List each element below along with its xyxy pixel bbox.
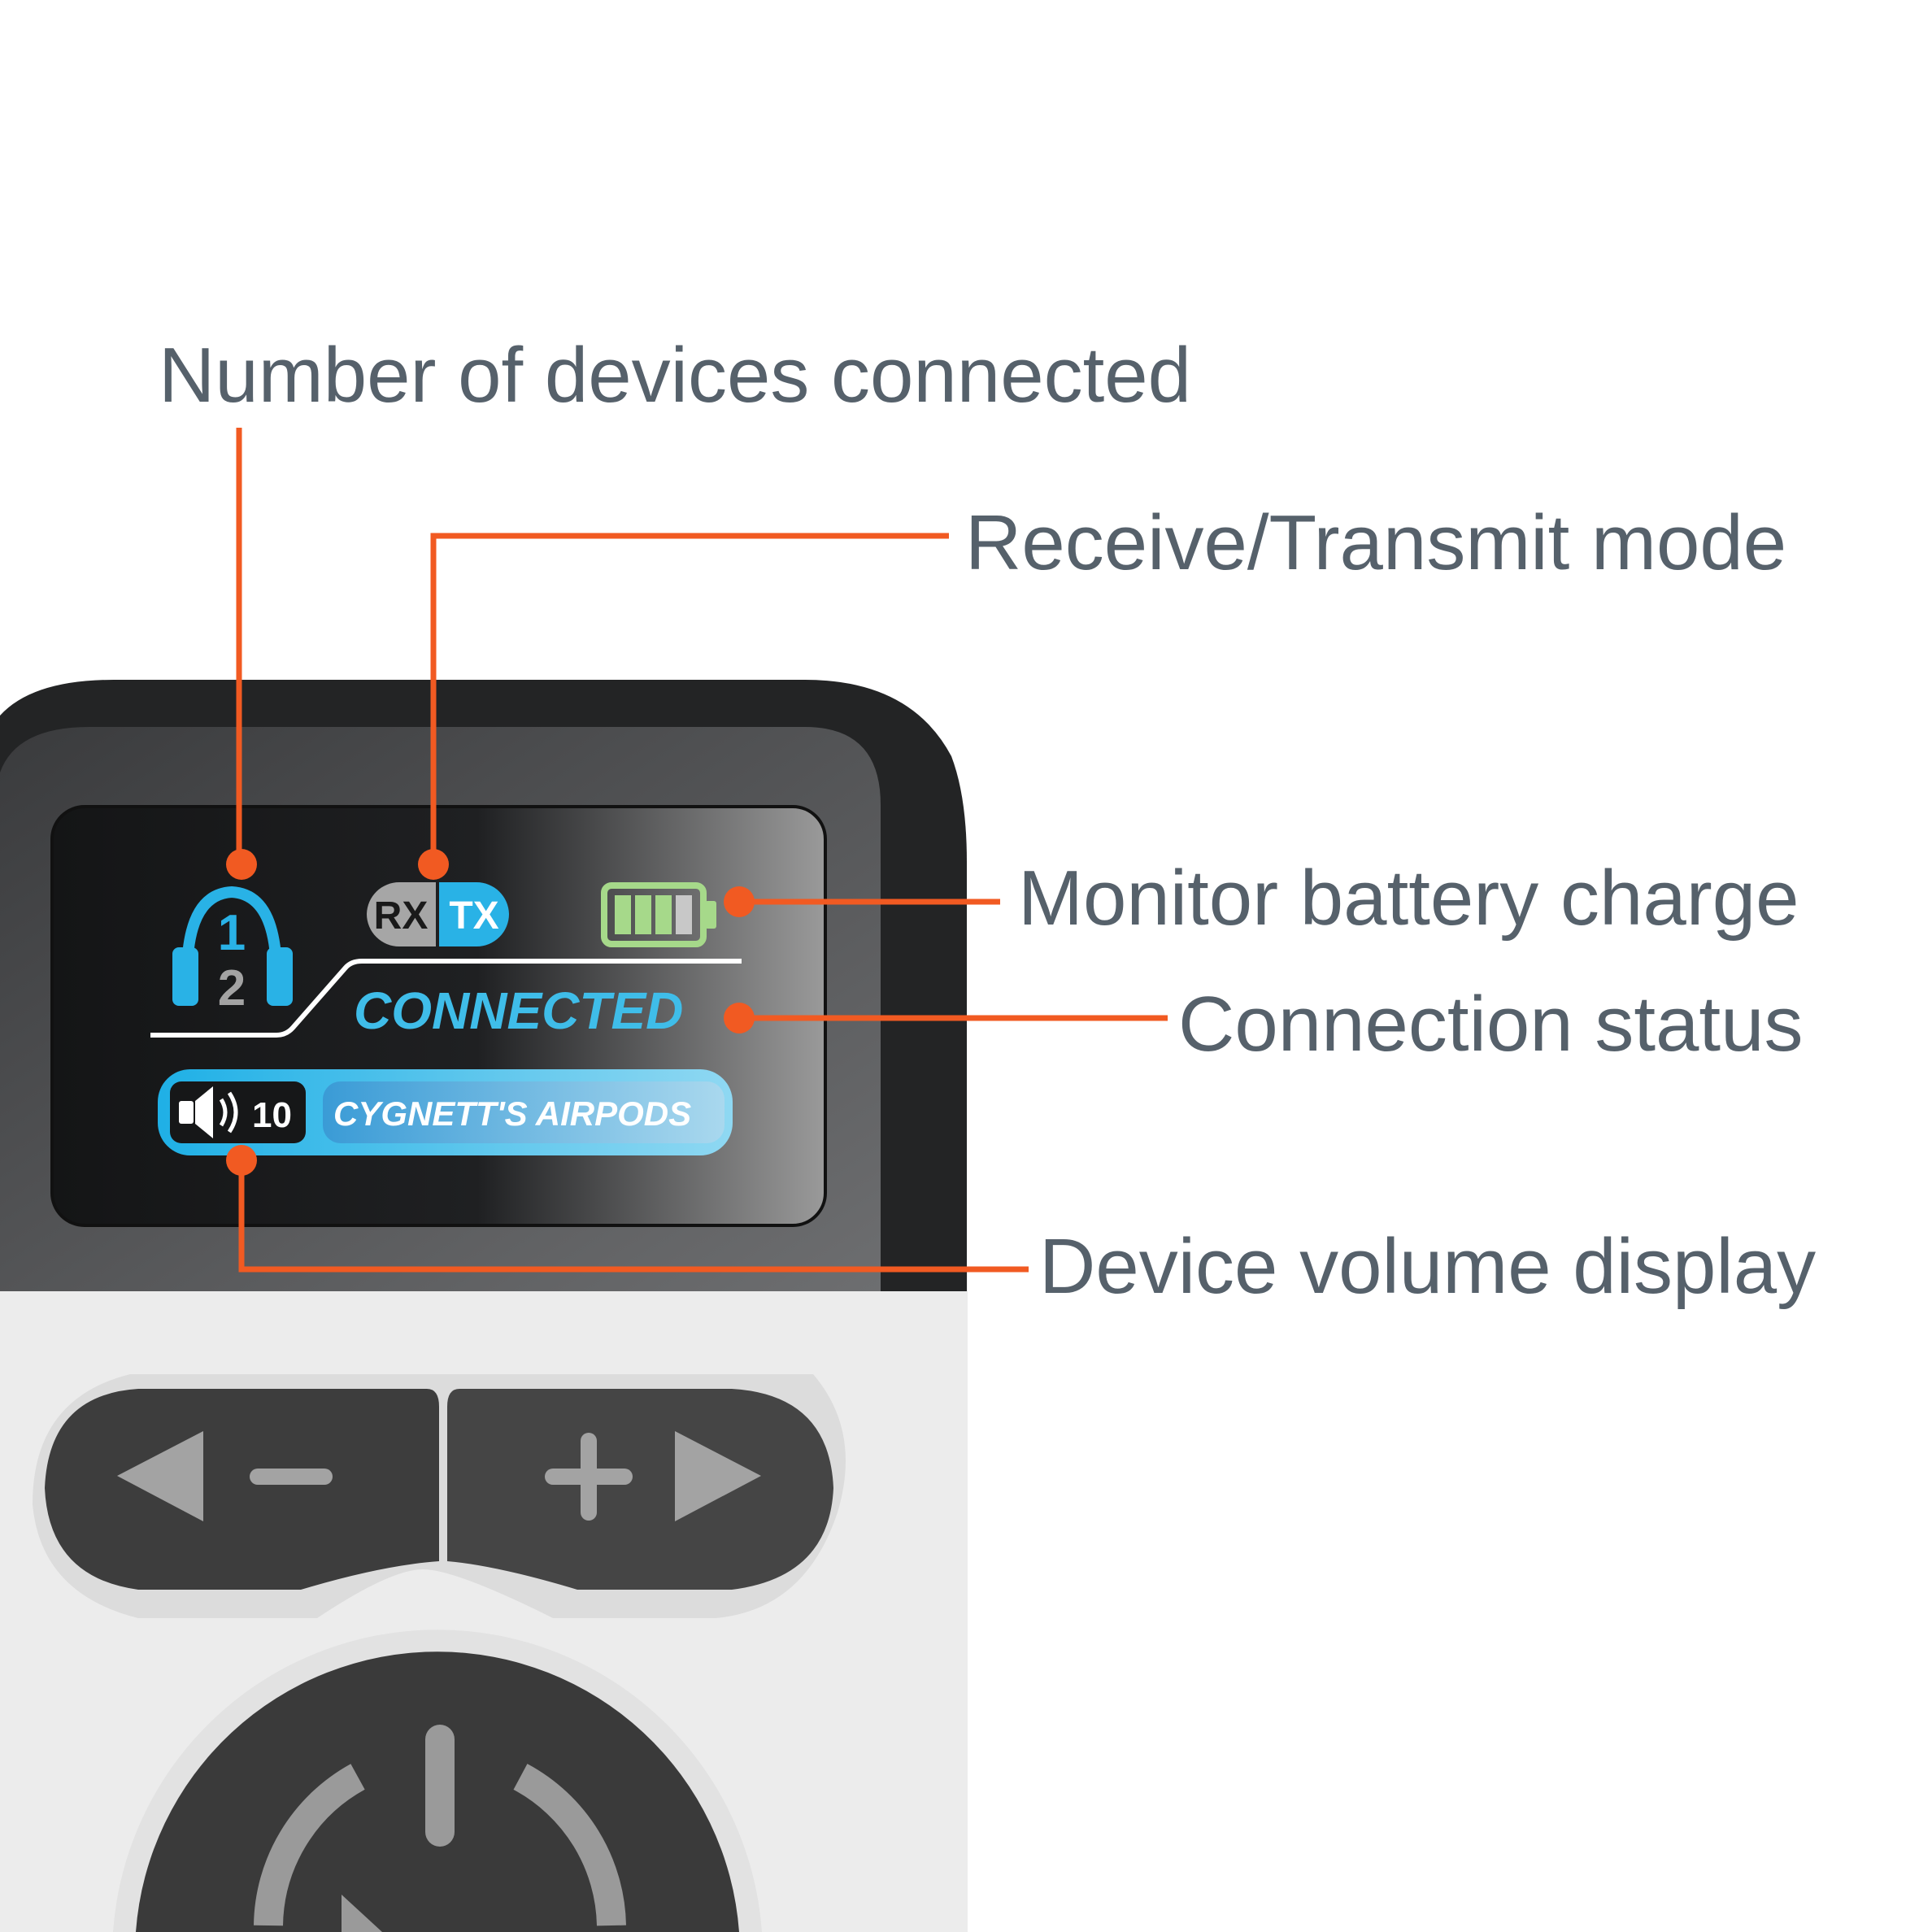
tx-label: TX [449, 894, 498, 938]
rx-tx-indicator: RX TX [367, 882, 509, 946]
play-pause-icon [342, 1895, 382, 1932]
callout-volume-display: Device volume display [1039, 1223, 1816, 1310]
screen-content: 1 2 RX TX CONNECTED [150, 882, 742, 1155]
volume-buttons [33, 1374, 846, 1618]
callout-connection-status: Connection status [1178, 981, 1803, 1068]
next-icon [675, 1431, 761, 1521]
power-icon [254, 1725, 626, 1926]
volume-up-button[interactable] [447, 1389, 833, 1590]
battery-icon [601, 882, 716, 947]
device-count-1: 1 [218, 905, 246, 961]
callout-devices-connected: Number of devices connected [159, 332, 1191, 419]
plus-icon [545, 1433, 633, 1521]
volume-bar: 10 CYGNETT'S AIRPODS [158, 1069, 733, 1155]
device-count-2: 2 [218, 960, 246, 1016]
speaker-icon [179, 1086, 238, 1138]
callout-lines [236, 428, 1168, 1273]
device-name: CYGNETT'S AIRPODS [333, 1094, 691, 1133]
minus-icon [250, 1469, 333, 1485]
headphones-icon: 1 2 [172, 886, 293, 1016]
divider-line [150, 959, 742, 1038]
callout-battery: Monitor battery charge [1018, 855, 1799, 942]
callout-dots [226, 849, 755, 1176]
power-play-button[interactable] [113, 1630, 762, 1932]
previous-icon [117, 1431, 203, 1521]
callout-rx-tx-mode: Receive/Transmit mode [965, 499, 1786, 586]
volume-level: 10 [252, 1095, 292, 1135]
connection-status: CONNECTED [354, 981, 683, 1040]
volume-down-button[interactable] [45, 1389, 439, 1590]
rx-label: RX [374, 894, 429, 938]
